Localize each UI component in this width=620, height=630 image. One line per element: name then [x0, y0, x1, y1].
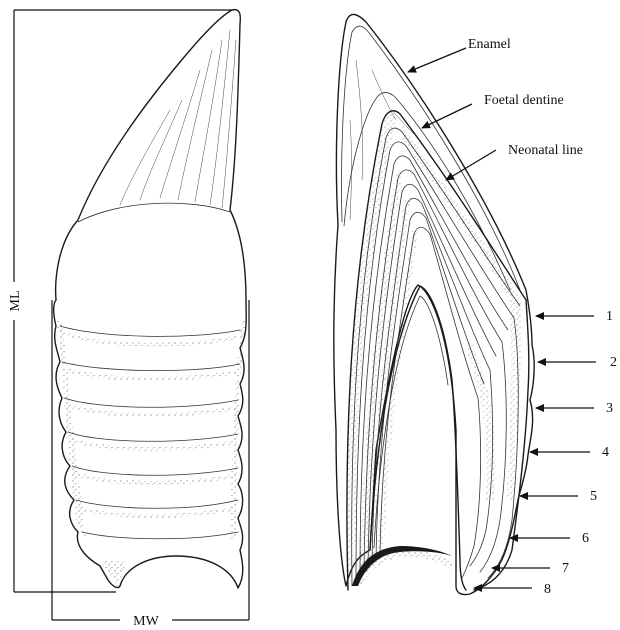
layer-number: 5 — [590, 489, 597, 504]
enamel-striations — [120, 30, 236, 208]
section-stipple — [347, 114, 521, 580]
measurement-frame — [14, 10, 249, 620]
root-shading — [56, 320, 246, 586]
neonatal-line-label: Neonatal line — [508, 143, 583, 158]
foetal-dentine-label: Foetal dentine — [484, 93, 564, 108]
foetal-dentine-arrow — [422, 104, 472, 128]
growth-layer-marker-3: 3 — [536, 401, 613, 416]
growth-layer-marker-2: 2 — [538, 355, 617, 370]
structure-annotations: Enamel Foetal dentine Neonatal line — [408, 37, 583, 180]
neonatal-line-arrow — [446, 150, 496, 180]
crown-outline — [56, 10, 246, 300]
crown-root-junction — [78, 203, 230, 222]
root-ridges — [60, 326, 240, 539]
layer-number: 8 — [544, 582, 551, 597]
growth-layer-marker-7: 7 — [492, 561, 569, 576]
growth-layer-marker-4: 4 — [530, 445, 609, 460]
layer-number: 4 — [602, 445, 609, 460]
growth-layer-marker-8: 8 — [474, 582, 551, 597]
ml-label: ML — [8, 291, 23, 312]
growth-layer-marker-5: 5 — [520, 489, 597, 504]
tooth-exterior-view: ML MW — [6, 10, 249, 629]
layer-number: 1 — [606, 309, 613, 324]
layer-number: 2 — [610, 355, 617, 370]
growth-layer-marker-1: 1 — [536, 309, 613, 324]
layer-number: 3 — [606, 401, 613, 416]
layer-number: 7 — [562, 561, 569, 576]
enamel-arrow — [408, 48, 466, 72]
mw-label: MW — [133, 614, 159, 629]
layer-number: 6 — [582, 531, 589, 546]
growth-layer-marker-6: 6 — [510, 531, 589, 546]
enamel-label: Enamel — [468, 37, 511, 52]
